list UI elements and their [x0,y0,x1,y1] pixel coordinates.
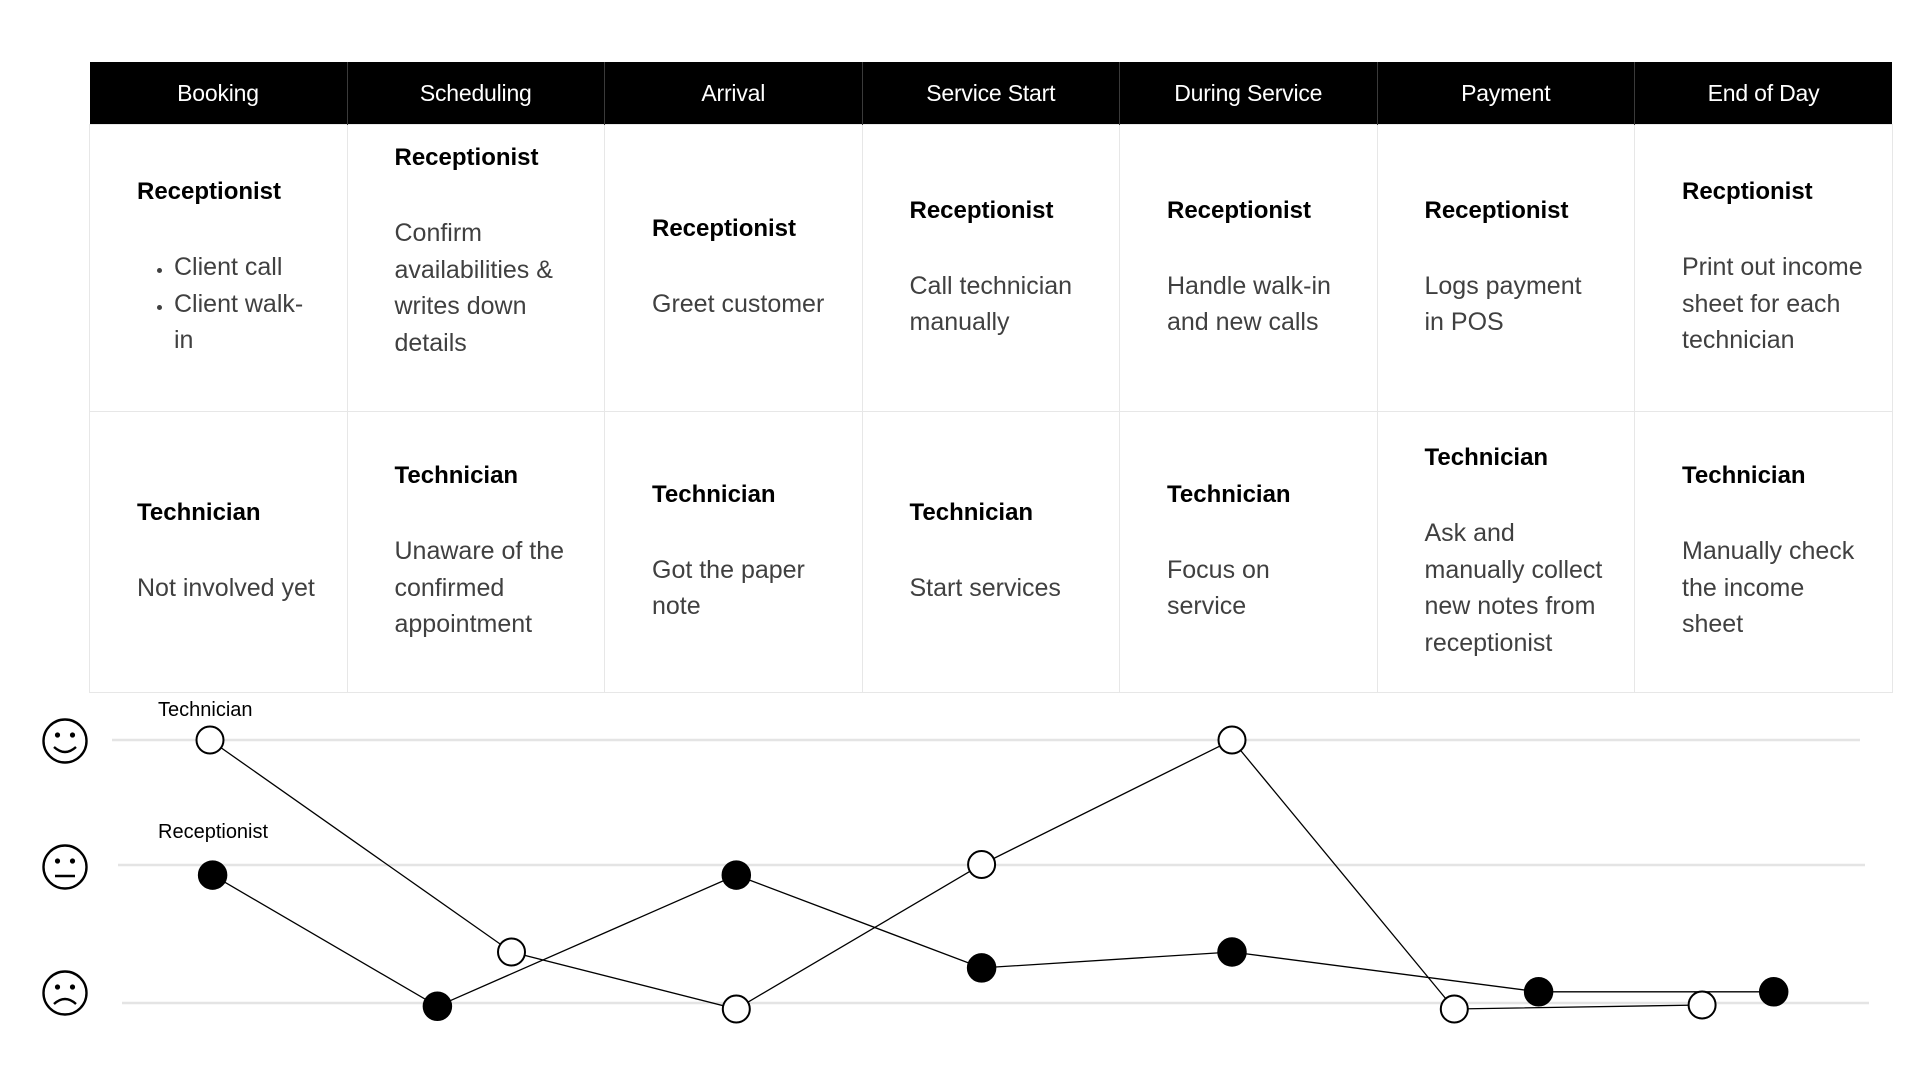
technician-line [209,739,1703,1010]
technician-point [721,994,751,1024]
cell-text: Confirm availabilities & writes down det… [394,219,553,357]
technician-cell: Technician Unaware of the confirmed appo… [346,411,605,693]
cell-text: Logs payment in POS [1424,271,1582,337]
role-label: Technician [1682,462,1806,490]
technician-series-label: Technician [158,699,253,721]
receptionist-row: Receptionist Client call Client walk-in … [89,124,1893,412]
technician-point [1439,994,1469,1024]
receptionist-point [1523,977,1554,1007]
role-label: Receptionist [394,144,539,171]
cell-text: Handle walk-in and new calls [1167,271,1331,337]
receptionist-cell: Receptionist Client call Client walk-in [89,124,348,412]
cell-text: Manually check the income sheet [1682,537,1855,639]
role-label: Technician [394,462,519,490]
role-label: Technician [652,480,776,508]
cell-text: Not involved yet [137,573,315,602]
cell-text: Print out income sheet for each technici… [1682,253,1863,355]
technician-point [1217,725,1247,755]
technician-cell: Technician Ask and manually collect new … [1376,411,1635,693]
receptionist-point [1758,977,1789,1007]
technician-point [1687,990,1717,1020]
receptionist-cell: Receptionist Call technician manually [861,124,1120,412]
role-label: Receptionist [1424,196,1569,224]
bullet-list: Client call Client walk-in [137,249,319,359]
receptionist-point [721,860,752,890]
role-label: Technician [137,498,261,526]
receptionist-series-label: Receptionist [158,821,269,843]
role-label: Receptionist [1167,196,1312,224]
receptionist-point [422,991,453,1022]
receptionist-point [966,953,997,983]
cell-text: Got the paper note [652,555,805,621]
bullet-item: Client call [174,249,319,286]
role-label: Technician [1167,480,1291,508]
role-label: Recptionist [1682,178,1813,206]
smiley-face-icon [42,718,88,764]
receptionist-cell: Receptionist Confirm availabilities & wr… [346,124,605,412]
receptionist-point [1217,937,1247,967]
stage-header: Service Start [861,62,1120,125]
series-layer [195,725,1789,1024]
receptionist-cell: Recptionist Print out income sheet for e… [1634,124,1893,412]
stage-header: Arrival [604,62,862,125]
bullet-item: Client walk-in [174,286,319,359]
role-label: Technician [909,498,1034,526]
receptionist-cell: Receptionist Handle walk-in and new call… [1119,124,1378,412]
role-label: Receptionist [652,214,797,242]
cell-text: Greet customer [652,289,825,318]
cell-text: Focus on service [1167,555,1270,621]
stage-header-row: Booking Scheduling Arrival Service Start… [89,62,1892,125]
stage-header: End of Day [1634,62,1892,125]
technician-cell: Technician Not involved yet [89,411,348,693]
technician-cell: Technician Got the paper note [604,411,863,693]
technician-cell: Technician Start services [861,411,1120,693]
cell-text: Start services [909,573,1061,602]
stage-header: Booking [89,62,347,125]
stage-header: During Service [1119,62,1377,125]
cell-text: Ask and manually collect new notes from … [1424,519,1603,657]
role-label: Technician [1424,444,1549,471]
mood-chart: Technician Receptionist [42,699,1869,1024]
stage-header: Scheduling [346,62,605,125]
cell-text: Call technician manually [909,271,1073,337]
role-label: Receptionist [909,196,1054,224]
role-label: Receptionist [137,178,282,206]
technician-row: Technician Not involved yet Technician U… [89,411,1893,693]
technician-point [195,725,225,755]
neutral-face-icon [42,844,88,890]
receptionist-cell: Receptionist Logs payment in POS [1376,124,1635,412]
journey-table: Booking Scheduling Arrival Service Start… [89,62,1893,693]
technician-cell: Technician Manually check the income she… [1634,411,1893,693]
stage-header: Payment [1376,62,1635,125]
receptionist-point [197,860,228,890]
receptionist-cell: Receptionist Greet customer [604,124,863,412]
technician-point [967,850,997,879]
sad-face-icon [42,970,88,1016]
technician-point [497,937,526,967]
cell-text: Unaware of the confirmed appointment [394,537,565,639]
technician-cell: Technician Focus on service [1119,411,1378,693]
